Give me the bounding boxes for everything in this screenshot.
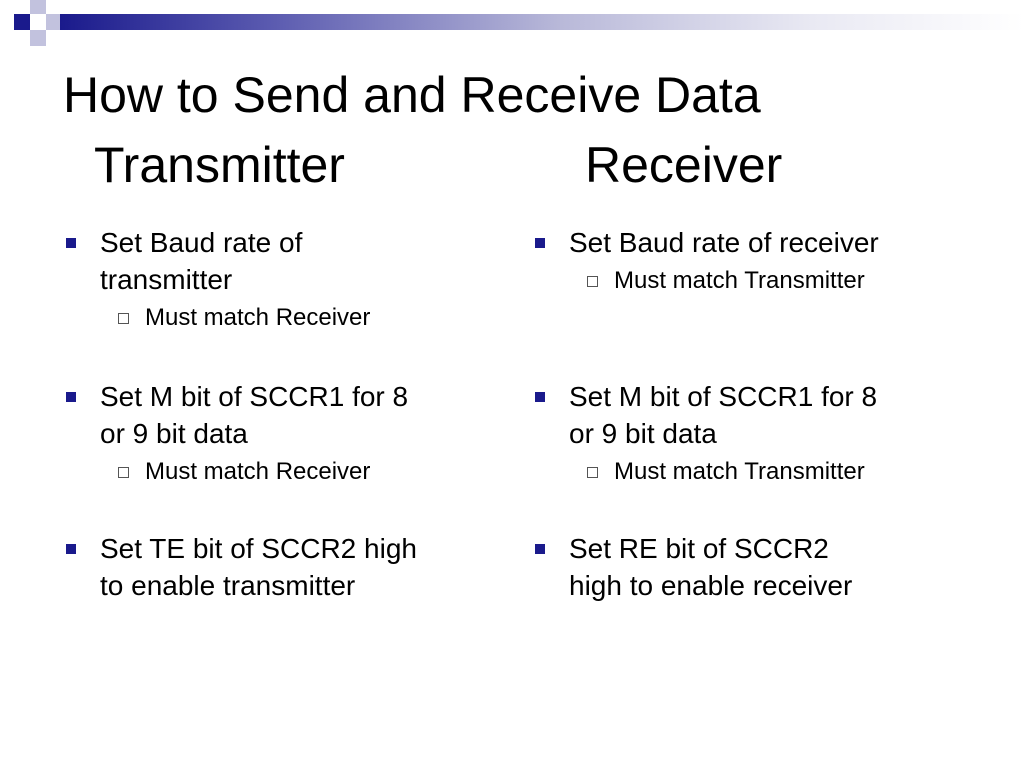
list-item: Set Baud rate of transmitter Must match …	[64, 224, 464, 338]
list-item: Set RE bit of SCCR2 high to enable recei…	[533, 530, 933, 604]
square-bullet-icon	[535, 238, 545, 248]
bullet-line: or 9 bit data	[569, 418, 717, 449]
bullet-text: Set M bit of SCCR1 for 8 or 9 bit data	[533, 378, 933, 452]
bullet-line: Set M bit of SCCR1 for 8	[569, 381, 878, 412]
hollow-square-bullet-icon	[587, 467, 598, 478]
sub-bullet-line: Must match Transmitter	[614, 458, 865, 485]
sub-bullet-text: Must match Transmitter	[533, 452, 933, 492]
bullet-line: Set M bit of SCCR1 for 8	[100, 381, 409, 412]
bullet-text: Set Baud rate of transmitter	[64, 224, 464, 298]
column-header-transmitter: Transmitter	[94, 137, 345, 193]
list-item: Set Baud rate of receiver Must match Tra…	[533, 224, 933, 301]
decor-square-light	[30, 0, 46, 14]
sub-bullet-line: Must match Transmitter	[614, 267, 865, 294]
bullet-line: or 9 bit data	[100, 418, 248, 449]
sub-bullet-text: Must match Transmitter	[533, 261, 933, 301]
bullet-text: Set TE bit of SCCR2 high to enable trans…	[64, 530, 464, 604]
bullet-text: Set RE bit of SCCR2 high to enable recei…	[533, 530, 933, 604]
list-item: Set M bit of SCCR1 for 8 or 9 bit data M…	[533, 378, 933, 492]
bullet-line: Set Baud rate of receiver	[569, 227, 879, 258]
decor-square-light	[30, 30, 46, 46]
square-bullet-icon	[535, 544, 545, 554]
list-item: Set TE bit of SCCR2 high to enable trans…	[64, 530, 464, 604]
receiver-column: Set Baud rate of receiver Must match Tra…	[533, 224, 933, 604]
hollow-square-bullet-icon	[118, 313, 129, 324]
list-item: Set M bit of SCCR1 for 8 or 9 bit data M…	[64, 378, 464, 492]
bullet-line: Set TE bit of SCCR2 high	[100, 533, 417, 564]
bullet-line: high to enable receiver	[569, 570, 853, 601]
square-bullet-icon	[66, 392, 76, 402]
sub-bullet-line: Must match Receiver	[145, 304, 371, 331]
hollow-square-bullet-icon	[118, 467, 129, 478]
sub-bullet-line: Must match Receiver	[145, 458, 371, 485]
bullet-line: Set RE bit of SCCR2	[569, 533, 829, 564]
square-bullet-icon	[535, 392, 545, 402]
header-gradient-bar	[60, 14, 1024, 30]
slide-title: How to Send and Receive Data	[63, 67, 761, 123]
header-decoration	[0, 0, 1024, 48]
column-header-receiver: Receiver	[585, 137, 783, 193]
decor-square-light	[46, 14, 62, 30]
bullet-line: Set Baud rate of	[100, 227, 303, 258]
transmitter-column: Set Baud rate of transmitter Must match …	[64, 224, 464, 604]
sub-bullet-text: Must match Receiver	[64, 452, 464, 492]
bullet-text: Set M bit of SCCR1 for 8 or 9 bit data	[64, 378, 464, 452]
sub-bullet-text: Must match Receiver	[64, 298, 464, 338]
bullet-line: transmitter	[100, 264, 233, 295]
square-bullet-icon	[66, 238, 76, 248]
bullet-line: to enable transmitter	[100, 570, 356, 601]
bullet-text: Set Baud rate of receiver	[533, 224, 933, 261]
decor-square-dark	[14, 14, 30, 30]
square-bullet-icon	[66, 544, 76, 554]
hollow-square-bullet-icon	[587, 276, 598, 287]
